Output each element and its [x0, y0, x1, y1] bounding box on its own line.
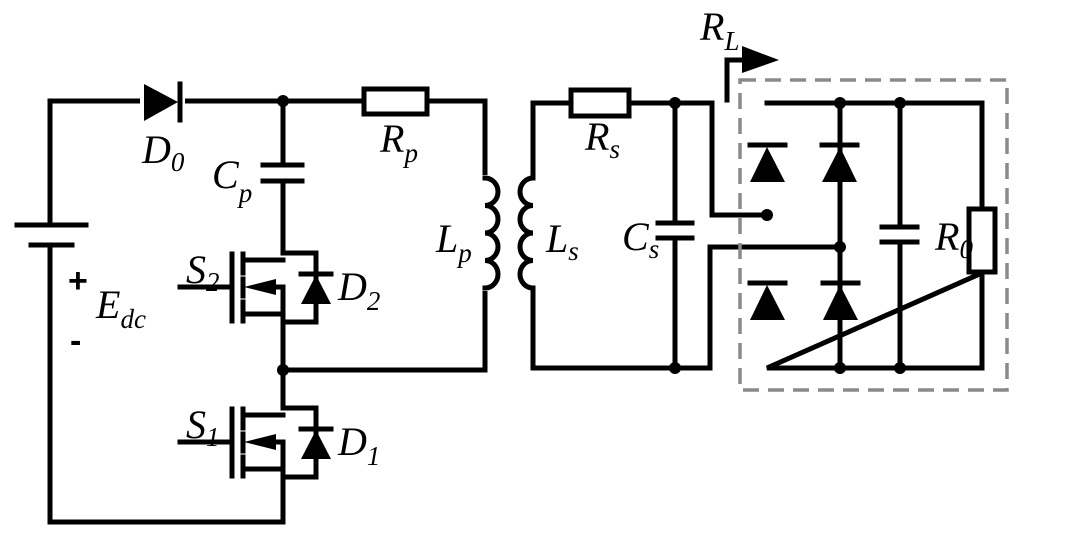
label-rl: RL — [699, 4, 739, 56]
resistor-rs — [568, 87, 632, 119]
mosfet-s1 — [177, 405, 334, 480]
label-rs: Rs — [584, 114, 620, 164]
label-cp: Cp — [212, 152, 252, 208]
junction-dot — [761, 209, 773, 221]
label-edc: Edc — [95, 282, 146, 334]
label-d0: D0 — [141, 127, 185, 177]
label-s2: S2 — [186, 247, 220, 297]
junction-dot — [834, 241, 846, 253]
label-d1: D1 — [337, 419, 380, 471]
capacitor-cp — [260, 162, 305, 184]
resistor-rp — [361, 86, 430, 117]
dc-source-battery: + - — [14, 222, 89, 360]
load-boundary-dashed-box — [738, 78, 1009, 392]
junction-dot — [277, 95, 289, 107]
label-rp: Rp — [379, 116, 418, 168]
label-ls: Ls — [545, 216, 579, 266]
inductor-lp — [478, 175, 501, 291]
rectifier-bridge — [747, 97, 998, 374]
junction-dot — [834, 97, 846, 109]
junction-dot — [669, 362, 681, 374]
rectifier-diode — [747, 142, 788, 182]
label-r0: R0 — [934, 214, 973, 264]
junction-dot — [834, 362, 846, 374]
label-lp: Lp — [435, 216, 472, 268]
rectifier-diode — [747, 280, 788, 320]
resistor-r0 — [966, 206, 998, 275]
body-diode-d2 — [301, 275, 331, 304]
capacitor-cs — [655, 220, 695, 241]
diode-d0 — [140, 81, 185, 123]
battery-plus-sign: + — [68, 262, 88, 300]
junction-dot — [277, 364, 289, 376]
secondary-wiring — [530, 100, 843, 371]
junction-dot — [894, 97, 906, 109]
load-arrow-rl — [724, 46, 779, 103]
junction-dot — [669, 97, 681, 109]
filter-capacitor — [879, 224, 920, 245]
label-d2: D2 — [337, 264, 380, 316]
rectifier-diode — [819, 142, 860, 182]
label-s1: S1 — [186, 402, 220, 452]
junction-dot — [894, 362, 906, 374]
battery-minus-sign: - — [70, 322, 81, 360]
body-diode-d1 — [301, 430, 331, 459]
mosfet-s2 — [177, 250, 334, 325]
inductor-ls — [517, 175, 536, 291]
label-cs: Cs — [622, 214, 659, 264]
rectifier-diode — [820, 280, 861, 320]
